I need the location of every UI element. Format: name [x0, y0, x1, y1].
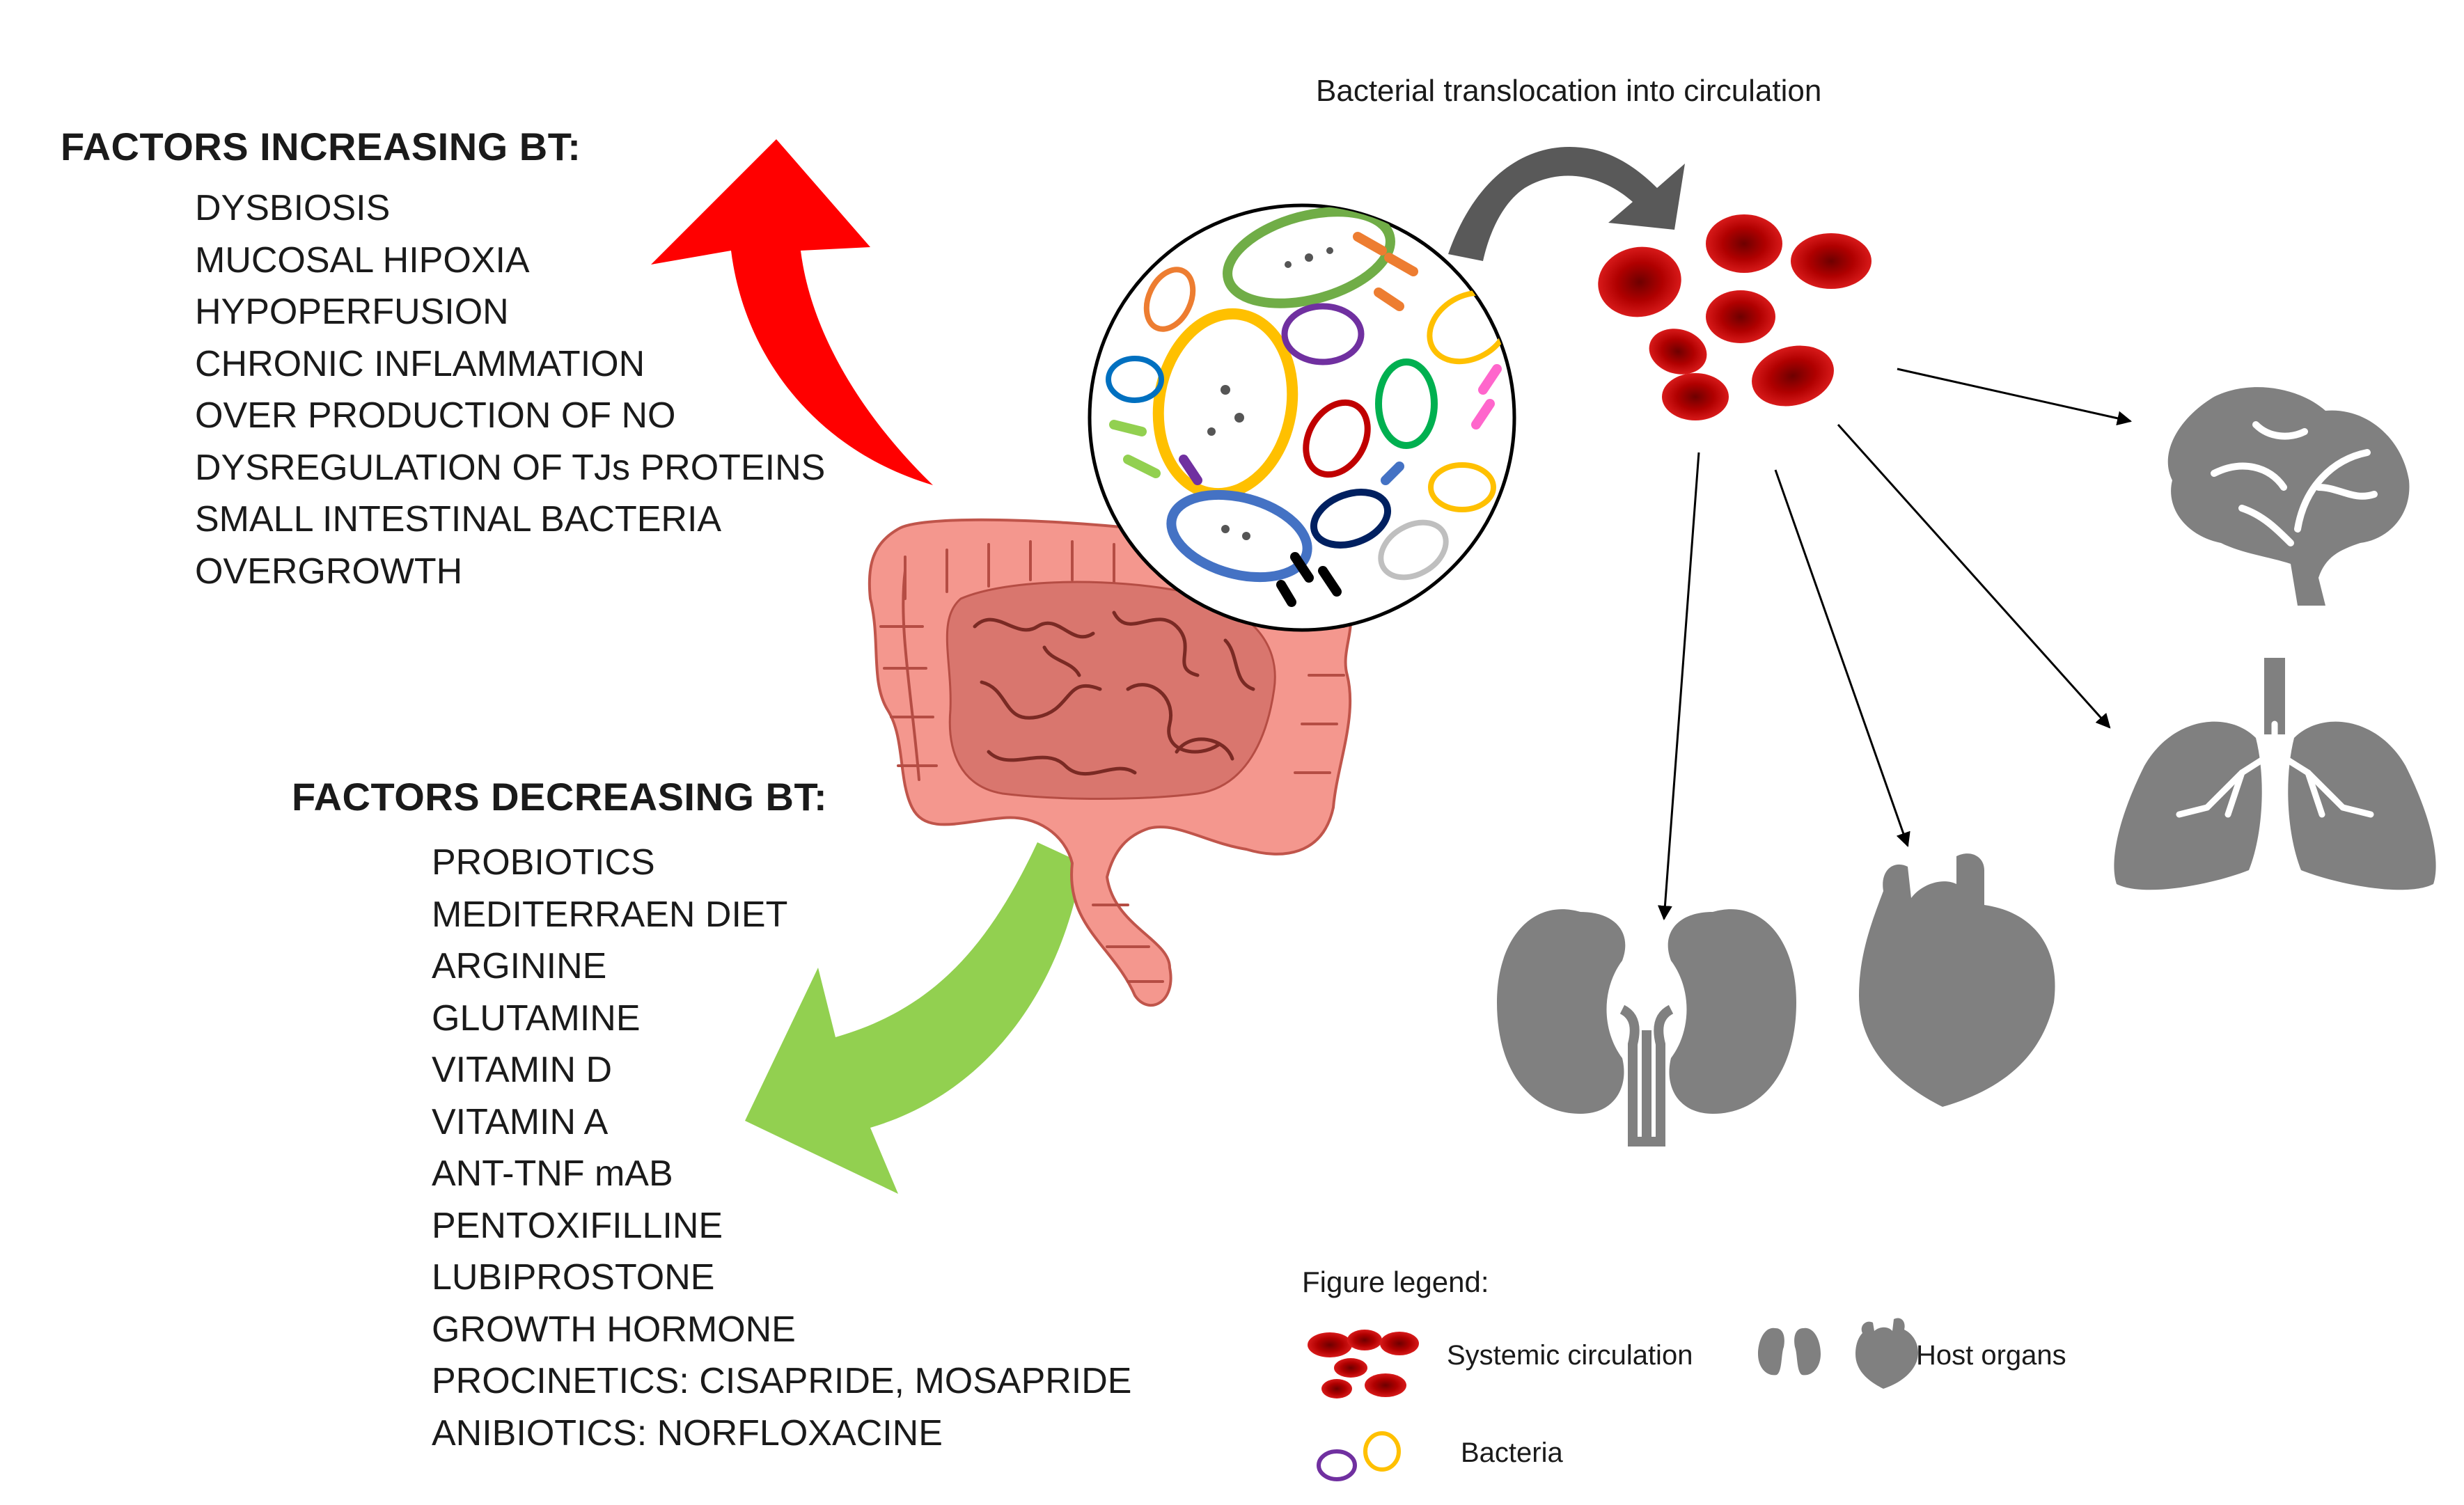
bacteria-circle-icon	[1088, 203, 1516, 632]
factor-item: VITAMIN D	[432, 1050, 613, 1090]
factor-item: PROCINETICS: CISAPRIDE, MOSAPRIDE	[432, 1361, 1132, 1401]
factor-item: MUCOSAL HIPOXIA	[195, 239, 530, 281]
factor-item: ANT-TNF mAB	[432, 1153, 673, 1194]
factor-item: MEDITERRAEN DIET	[432, 894, 788, 935]
legend-label-organs: Host organs	[1916, 1340, 2066, 1371]
factor-item: OVERGROWTH	[195, 551, 463, 592]
decreasing-heading: FACTORS DECREASING BT:	[292, 775, 828, 819]
factor-item: HYPOPERFUSION	[195, 292, 509, 332]
increasing-heading: FACTORS INCREASING BT:	[61, 125, 581, 168]
factor-item: PENTOXIFILLINE	[432, 1205, 723, 1246]
factor-item: DYSREGULATION OF TJs PROTEINS	[195, 447, 826, 488]
legend-circulation-icon	[1308, 1330, 1419, 1398]
decreasing-factor-list: PROBIOTICS MEDITERRAEN DIET ARGININE GLUTAM…	[432, 837, 1132, 1459]
factor-item: VITAMIN A	[432, 1101, 609, 1142]
factor-item: GLUTAMINE	[432, 998, 641, 1039]
factor-item: LUBIPROSTONE	[432, 1257, 715, 1298]
green-arrow-down-icon	[745, 842, 1083, 1194]
legend-title: Figure legend:	[1302, 1266, 1489, 1298]
factor-item: CHRONIC INFLAMMATION	[195, 343, 645, 384]
red-arrow-up-icon	[651, 139, 933, 485]
legend-label-bacteria: Bacteria	[1461, 1437, 1563, 1468]
heart-icon	[1859, 853, 2055, 1107]
translocation-caption: Bacterial translocation into circulation	[1316, 74, 1822, 108]
factor-item: OVER PRODUCTION OF NO	[195, 395, 676, 436]
legend-label-circulation: Systemic circulation	[1447, 1340, 1693, 1371]
factor-item: GROWTH HORMONE	[432, 1309, 796, 1350]
factor-item: DYSBIOSIS	[195, 188, 391, 228]
factor-item: ARGININE	[432, 946, 607, 986]
intestine-icon	[868, 518, 1352, 1007]
factor-item: SMALL INTESTINAL BACTERIA	[195, 499, 722, 539]
gray-curved-arrow-icon	[1448, 146, 1685, 261]
kidneys-icon	[1497, 909, 1796, 1147]
factor-item: ANIBIOTICS: NORFLOXACINE	[432, 1412, 943, 1453]
legend-bacteria-icon	[1317, 1431, 1401, 1481]
lungs-icon	[2114, 658, 2436, 890]
brain-icon	[2167, 387, 2410, 606]
legend-organs-icon	[1758, 1318, 1918, 1389]
red-blood-cell-icon	[1598, 214, 1871, 420]
factor-item: PROBIOTICS	[432, 842, 655, 883]
increasing-factor-list: DYSBIOSIS MUCOSAL HIPOXIA HYPOPERFUSION CHR…	[195, 182, 825, 597]
